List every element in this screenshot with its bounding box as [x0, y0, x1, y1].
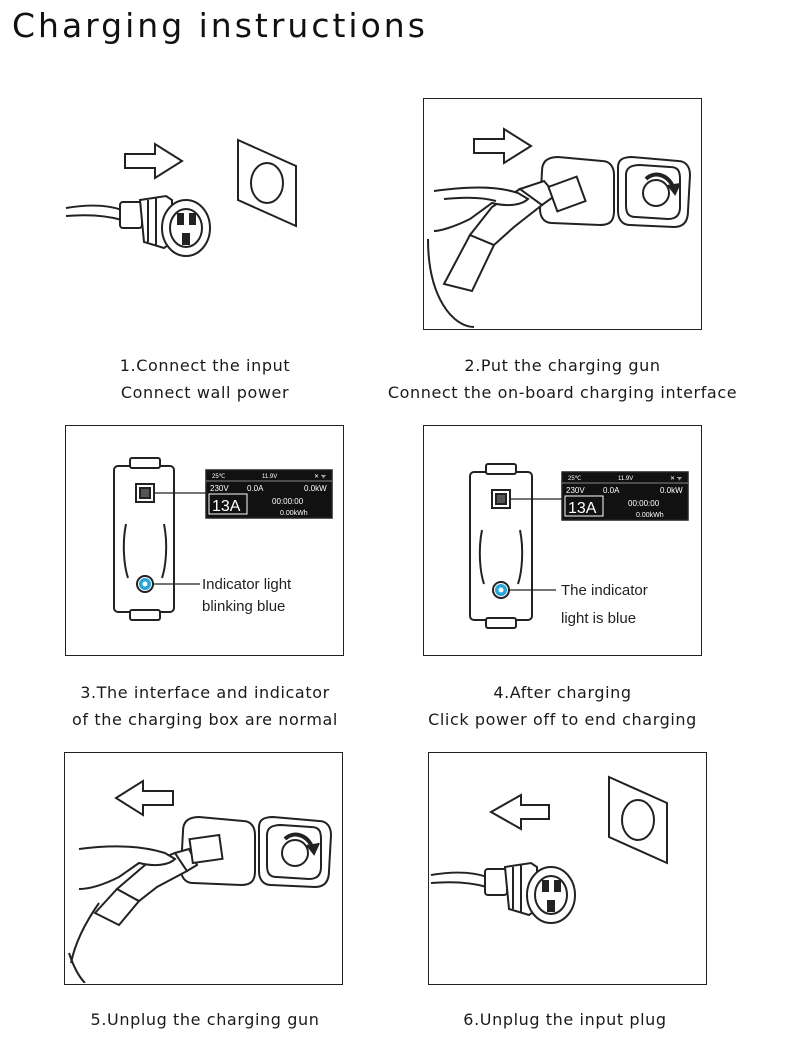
step4-callout-line1: The indicator — [561, 582, 648, 599]
left-arrow-icon — [114, 779, 174, 817]
charging-box-icon — [469, 463, 533, 629]
step6-caption: 6.Unplug the input plug — [420, 1006, 710, 1033]
step1-subtitle: Connect wall power — [120, 383, 290, 402]
lcd-time: 00:00:00 — [272, 497, 304, 506]
step3-illustration: 25℃ 11.9V ✕ ᯤ 230V 0.0A 0.0kW 13A 00:00:… — [65, 425, 344, 656]
lcd-power: 0.0kW — [660, 486, 683, 495]
lcd-temp: 25℃ — [568, 476, 582, 482]
step1-illustration — [60, 130, 310, 280]
page-title: Charging instructions — [12, 6, 428, 45]
step3-caption: 3.The interface and indicator of the cha… — [55, 679, 355, 733]
step3-callout-line2: blinking blue — [202, 598, 285, 615]
step5-illustration — [64, 752, 343, 985]
lcd-amps: 13A — [212, 498, 241, 515]
step4-callout-line2: light is blue — [561, 610, 636, 627]
lcd-voltage-top: 11.9V — [618, 476, 633, 482]
charging-gun-icon — [427, 175, 587, 328]
step4-title: 4.After charging — [493, 683, 632, 702]
wall-socket-icon — [608, 775, 668, 865]
step4-subtitle: Click power off to end charging — [428, 710, 697, 729]
charging-gun-icon — [68, 833, 224, 983]
step2-illustration — [423, 98, 702, 330]
lcd-power: 0.0kW — [304, 484, 327, 493]
right-arrow-icon — [473, 127, 533, 165]
lcd-energy: 0.00kWh — [280, 510, 308, 517]
lcd-time: 00:00:00 — [628, 499, 660, 508]
lcd-voltage-top: 11.9V — [262, 474, 277, 480]
step3-subtitle: of the charging box are normal — [72, 710, 338, 729]
input-plug-icon — [65, 194, 211, 257]
lcd-status-icons: ✕ ᯤ — [314, 474, 327, 480]
left-arrow-icon — [488, 793, 550, 831]
lcd-voltage: 230V — [566, 486, 585, 495]
step2-subtitle: Connect the on-board charging interface — [387, 383, 738, 402]
step2-caption: 2.Put the charging gun Connect the on-bo… — [370, 352, 755, 406]
vehicle-port-icon — [538, 155, 692, 229]
callout-lines — [510, 498, 562, 591]
step5-title: 5.Unplug the charging gun — [90, 1010, 320, 1029]
step1-title: 1.Connect the input — [119, 356, 291, 375]
lcd-status-icons: ✕ ᯤ — [670, 476, 683, 482]
wall-socket-icon — [237, 138, 297, 228]
lcd-energy: 0.00kWh — [636, 512, 664, 519]
lcd-temp: 25℃ — [212, 474, 226, 480]
indicator-light-icon — [139, 578, 151, 590]
step1-caption: 1.Connect the input Connect wall power — [80, 352, 330, 406]
charging-box-icon — [113, 457, 175, 621]
step4-caption: 4.After charging Click power off to end … — [400, 679, 725, 733]
step3-title: 3.The interface and indicator — [80, 683, 330, 702]
lcd-current: 0.0A — [247, 484, 264, 493]
indicator-light-icon — [495, 584, 507, 596]
input-plug-icon — [430, 861, 576, 924]
step5-caption: 5.Unplug the charging gun — [55, 1006, 355, 1033]
step6-illustration — [428, 752, 707, 985]
step2-title: 2.Put the charging gun — [464, 356, 661, 375]
lcd-amps: 13A — [568, 500, 597, 517]
lcd-current: 0.0A — [603, 486, 620, 495]
step4-illustration: 25℃ 11.9V ✕ ᯤ 230V 0.0A 0.0kW 13A 00:00:… — [423, 425, 702, 656]
lcd-voltage: 230V — [210, 484, 229, 493]
callout-lines — [154, 492, 206, 585]
step6-title: 6.Unplug the input plug — [463, 1010, 667, 1029]
step3-callout-line1: Indicator light — [202, 576, 292, 593]
right-arrow-icon — [124, 142, 184, 180]
